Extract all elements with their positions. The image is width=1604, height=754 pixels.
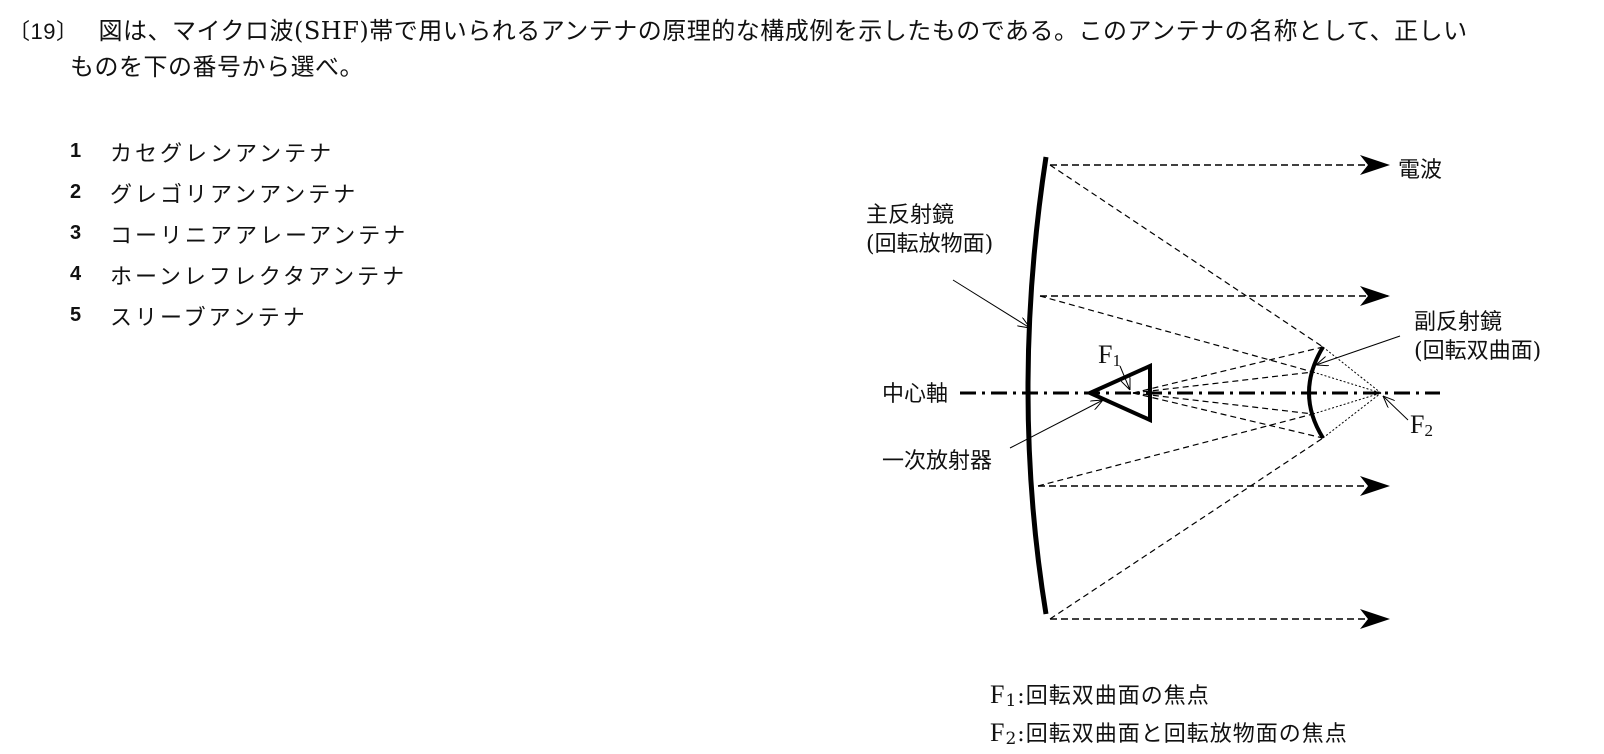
sub-reflector-title: 副反射鏡 [1414,310,1503,335]
choice-label: カセグレンアンテナ [110,141,335,167]
legend-f2: F2:回転双曲面と回転放物面の焦点 [990,718,1348,749]
legend-f1: F1:回転双曲面の焦点 [990,680,1210,711]
question-number: 〔19〕 [8,19,79,44]
choice-number: 1 [70,140,82,162]
choice-5[interactable]: 5 スリーブアンテナ [70,295,408,336]
sub-reflector-subtitle: (回転双曲面) [1414,338,1542,364]
center-axis-label: 中心軸 [882,382,949,407]
wave-label: 電波 [1398,158,1443,183]
leader-f2 [1383,396,1409,421]
primary-feed-horn [1085,362,1152,424]
primary-feed-label: 一次放射器 [882,449,993,474]
choice-list: 1 カセグレンアンテナ 2 グレゴリアンアンテナ 3 コーリニアアレーアンテナ 4 ホー… [70,131,408,336]
choice-2[interactable]: 2 グレゴリアンアンテナ [70,172,408,213]
main-reflector-label: 主反射鏡 (回転放物面) [866,202,993,259]
question-stem: 図は、マイクロ波(SHF)帯で用いられるアンテナの原理的な構成例を示したものであ… [98,17,1468,45]
leader-f1 [1119,365,1130,390]
main-reflector-subtitle: (回転放物面) [866,231,994,257]
choice-label: スリーブアンテナ [110,305,308,331]
choice-4[interactable]: 4 ホーンレフレクタアンテナ [70,254,408,295]
leader-feed [1009,400,1103,449]
choice-label: グレゴリアンアンテナ [110,182,359,208]
f2-label: F2 [1410,410,1433,440]
choice-1[interactable]: 1 カセグレンアンテナ [70,131,408,172]
leader-main-reflector [952,279,1030,328]
main-reflector [1025,156,1049,615]
choice-number: 5 [70,304,82,326]
f1-label: F1 [1098,340,1121,370]
question-text-line2: ものを下の番号から選べ。 [70,53,364,81]
choice-number: 4 [70,263,82,285]
choice-3[interactable]: 3 コーリニアアレーアンテナ [70,213,408,254]
choice-label: コーリニアアレーアンテナ [110,223,409,249]
choice-number: 3 [70,222,82,244]
main-reflector-title: 主反射鏡 [866,203,955,228]
leader-sub-reflector [1316,335,1401,365]
sub-reflector-label: 副反射鏡 (回転双曲面) [1414,309,1541,366]
figure-legend: F1:回転双曲面の焦点 F2:回転双曲面と回転放物面の焦点 [990,678,1348,754]
choice-number: 2 [70,181,82,203]
choice-label: ホーンレフレクタアンテナ [110,264,408,290]
question-text-line1: 〔19〕図は、マイクロ波(SHF)帯で用いられるアンテナの原理的な構成例を示した… [8,19,1468,43]
